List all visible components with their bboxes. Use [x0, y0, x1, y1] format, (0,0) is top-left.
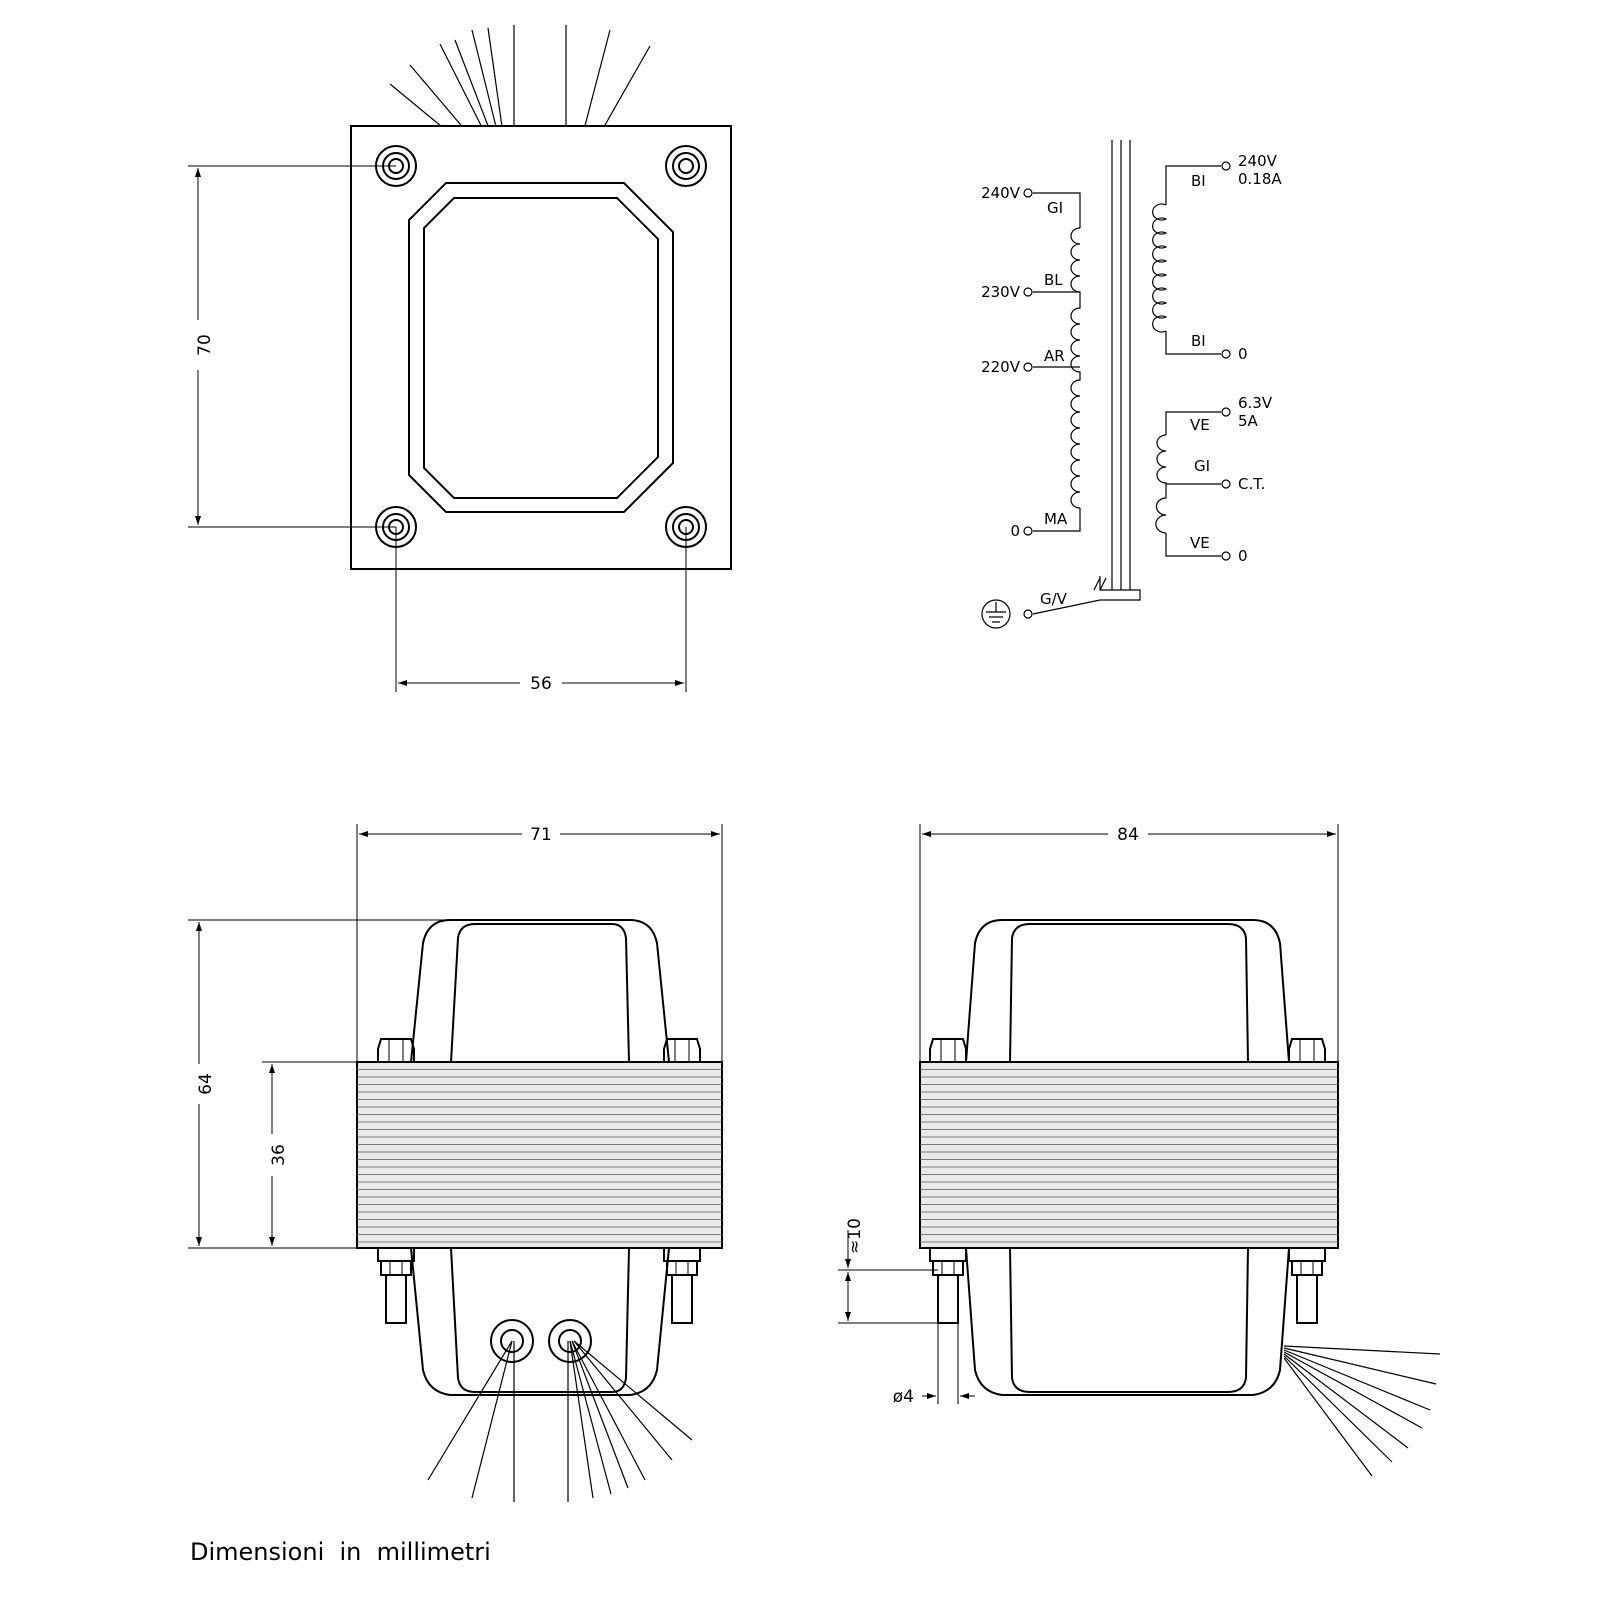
primary-240v-label: 240V [981, 184, 1021, 202]
secondary-lv-wire-bottom: VE [1190, 534, 1210, 552]
side-top-nuts [929, 1038, 1326, 1063]
front-lead-wires [427, 1340, 693, 1502]
side-bottom-bell-outer [965, 1247, 1290, 1396]
top-view: 70 56 [188, 25, 732, 694]
side-top-bell-inner [1009, 923, 1249, 1063]
front-bottom-bell-inner [450, 1247, 630, 1393]
dimension-36: 36 [262, 1061, 357, 1249]
secondary-lv-wire-top: VE [1190, 416, 1210, 434]
bobbin-outer [408, 182, 674, 513]
primary-wire-gi: GI [1047, 199, 1063, 217]
ground-connection: G/V [981, 576, 1141, 629]
secondary-hv-winding: 240V 0.18A BI 0 BI [1152, 152, 1282, 363]
dimension-71-label: 71 [530, 825, 552, 845]
primary-230v-label: 230V [981, 283, 1021, 301]
mounting-hole-top-right [665, 145, 707, 187]
side-lamination-core [919, 1061, 1339, 1249]
front-top-nuts [377, 1038, 701, 1063]
front-bottom-bell-outer [410, 1247, 670, 1396]
primary-wire-ar: AR [1044, 347, 1065, 365]
dimension-71: 71 [356, 824, 723, 1062]
front-bottom-studs [377, 1247, 701, 1324]
primary-winding: 240V 230V 220V 0 GI BL AR MA [981, 184, 1081, 540]
dimension-70-label: 70 [195, 334, 215, 356]
dimension-stud-length: ≈10 [838, 1218, 938, 1324]
secondary-lv-zero: 0 [1238, 547, 1248, 565]
dimension-56: 56 [395, 527, 687, 694]
dimension-64-label: 64 [196, 1073, 216, 1095]
ground-wire-label: G/V [1040, 590, 1068, 608]
dimension-stud-length-label: ≈10 [845, 1218, 865, 1254]
dimension-70: 70 [188, 165, 396, 528]
primary-wire-ma: MA [1044, 510, 1068, 528]
secondary-hv-wire-bottom: BI [1191, 332, 1206, 350]
units-caption: Dimensioni in millimetri [190, 1538, 491, 1566]
ground-icon [981, 599, 1011, 629]
side-top-bell-outer [965, 919, 1290, 1063]
secondary-hv-wire-top: BI [1191, 172, 1206, 190]
side-lead-wires [1283, 1345, 1441, 1477]
wiring-schematic: 240V 230V 220V 0 GI BL AR MA 240V 0.18A … [981, 140, 1282, 629]
front-lamination-lines [357, 1069, 722, 1243]
secondary-hv-voltage: 240V [1238, 152, 1278, 170]
primary-220v-label: 220V [981, 358, 1021, 376]
dimension-36-label: 36 [269, 1144, 289, 1166]
secondary-lv-wire-center: GI [1194, 457, 1210, 475]
side-bottom-studs [929, 1247, 1326, 1324]
secondary-hv-zero: 0 [1238, 345, 1248, 363]
front-top-bell-outer [410, 919, 670, 1063]
secondary-lv-ct: C.T. [1238, 475, 1265, 493]
front-top-bell-inner [450, 923, 630, 1063]
secondary-lv-winding: 6.3V 5A VE C.T. GI 0 VE [1155, 394, 1273, 565]
front-view: 71 64 36 [188, 824, 723, 1502]
front-lamination-core [356, 1061, 723, 1249]
primary-0-label: 0 [1010, 522, 1020, 540]
side-bottom-bell-inner [1009, 1247, 1249, 1393]
secondary-lv-voltage: 6.3V [1238, 394, 1273, 412]
secondary-lv-current: 5A [1238, 412, 1259, 430]
transformer-core-lines [1111, 140, 1131, 590]
side-view: 84 ≈10 ø4 [838, 824, 1441, 1477]
side-lamination-lines [920, 1069, 1338, 1243]
mounting-plate [350, 125, 732, 570]
primary-wire-bl: BL [1044, 271, 1063, 289]
dimension-stud-diameter-label: ø4 [893, 1387, 914, 1407]
dimension-stud-diameter: ø4 [893, 1323, 975, 1407]
dimension-84-label: 84 [1117, 825, 1139, 845]
secondary-hv-current: 0.18A [1238, 170, 1282, 188]
dimension-56-label: 56 [530, 674, 552, 694]
bobbin-inner [423, 197, 659, 499]
dimension-84: 84 [919, 824, 1339, 1062]
front-grommets [490, 1319, 592, 1363]
